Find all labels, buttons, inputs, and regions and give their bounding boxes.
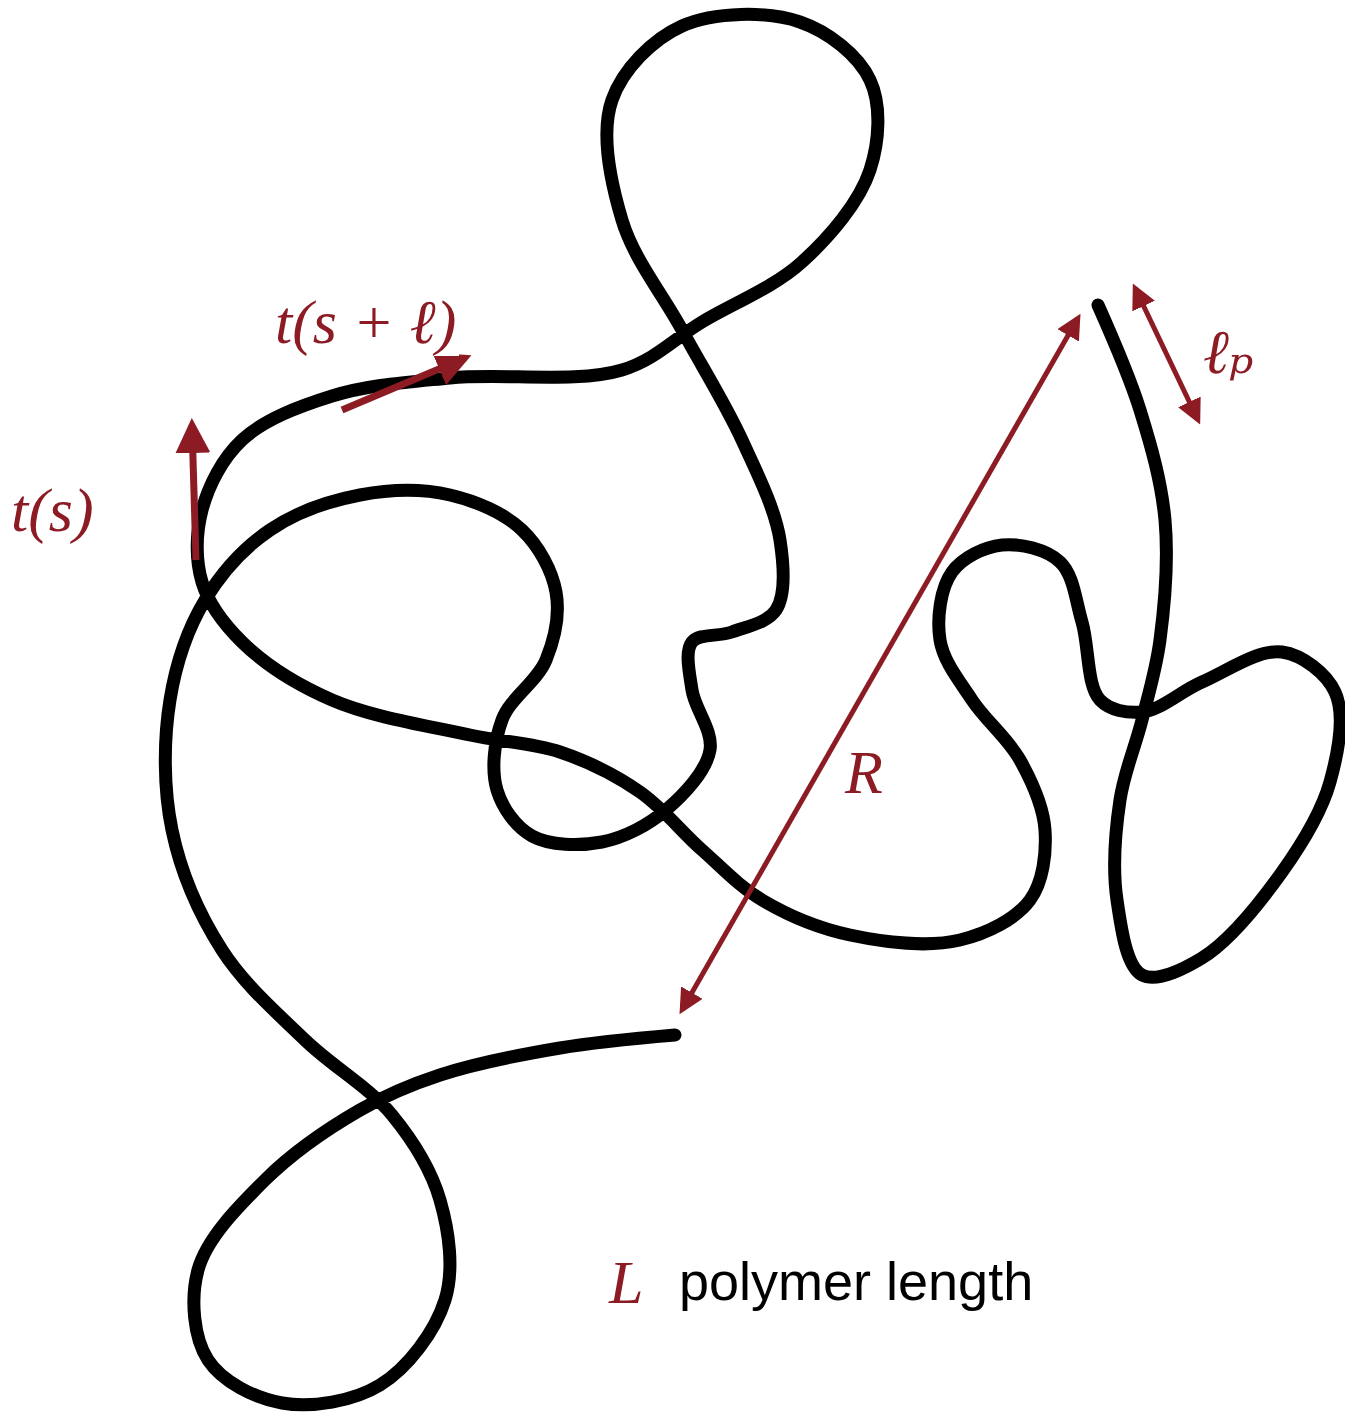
tangent-arrow — [192, 425, 196, 560]
length-symbol: L — [606, 1248, 646, 1316]
polymer-chain — [165, 14, 1340, 1404]
end-to-end-label: R — [842, 738, 886, 806]
end-to-end-arrow — [682, 318, 1078, 1010]
tangent-label: t(s + ℓ) — [272, 288, 459, 356]
tangent-label: t(s) — [8, 476, 97, 544]
tangent-arrow — [342, 358, 465, 410]
persistence-length-label: ℓₚ — [1200, 318, 1257, 386]
persistence-length-arrow — [1135, 288, 1198, 420]
length-caption: polymer length — [676, 1252, 1036, 1311]
